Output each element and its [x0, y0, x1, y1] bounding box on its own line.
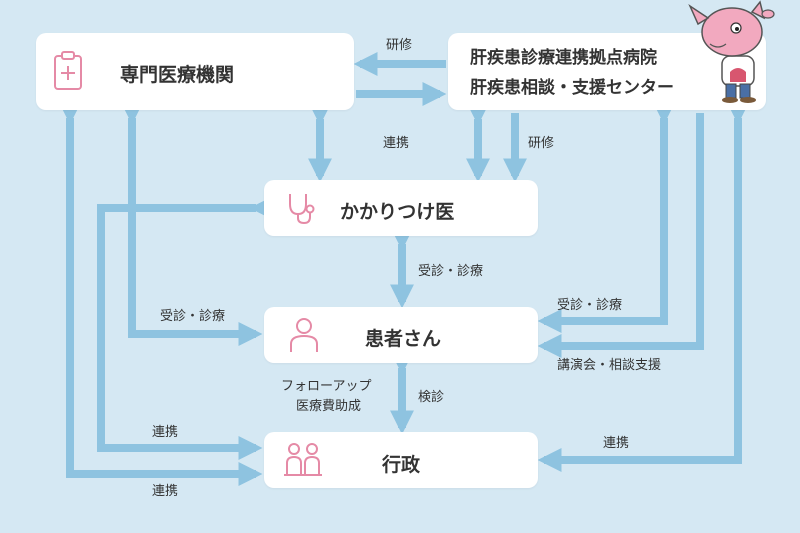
stethoscope-icon: [284, 190, 320, 230]
patient-box: [264, 307, 538, 363]
edge-label-hub-patient-seminar: 講演会・相談支援: [557, 358, 662, 373]
people-icon: [284, 441, 322, 481]
edge-label-hub-to-specialist: 研修: [386, 38, 413, 53]
clipboard-medical-icon: [52, 50, 84, 96]
edge-label-gp-gov: 連携: [152, 425, 179, 440]
hub-label-line1: 肝疾患診療連携拠点病院: [470, 48, 657, 68]
arrow-hub-patient-care: [537, 100, 676, 333]
edge-label-hub-to-gp: 研修: [528, 136, 555, 151]
edge-label-hub-patient-care: 受診・診療: [557, 298, 623, 313]
edge-label-gov-followup-2: 医療費助成: [296, 399, 362, 414]
edge-label-specialist-patient: 受診・診療: [160, 309, 226, 324]
specialist-label: 専門医療機関: [120, 64, 235, 86]
arrow-gp-gov: [97, 196, 274, 460]
specialist-box: [36, 33, 354, 110]
edge-label-gp-patient: 受診・診療: [418, 264, 484, 279]
edge-label-specialist-gov: 連携: [152, 484, 179, 499]
edge-label-specialist-gp: 連携: [383, 136, 410, 151]
arrow-hub-gov: [537, 100, 750, 472]
arrow-specialist-patient: [120, 100, 263, 346]
gov-box: [264, 432, 538, 488]
edge-label-patient-gov-exam: 検診: [418, 390, 445, 405]
gp-box: [264, 180, 538, 236]
patient-label: 患者さん: [365, 328, 442, 350]
person-icon: [288, 316, 320, 358]
arrow-specialist-gov: [58, 100, 263, 486]
edge-label-gov-followup-1: フォローアップ: [281, 379, 372, 394]
hub-label-line2: 肝疾患相談・支援センター: [470, 78, 674, 98]
gp-label: かかりつけ医: [340, 201, 455, 223]
gov-label: 行政: [382, 454, 421, 476]
rhino-mascot-icon: [688, 0, 776, 108]
edge-label-hub-gov: 連携: [603, 436, 630, 451]
